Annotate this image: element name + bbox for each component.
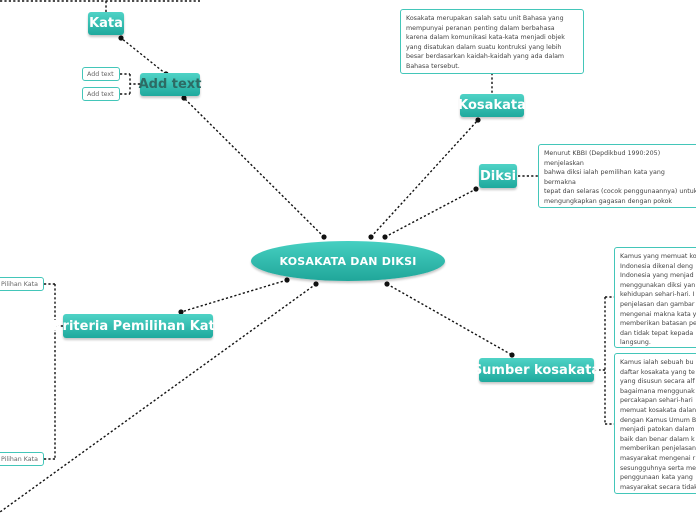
link-dot [368,234,374,240]
subtopic-add-text-1[interactable]: Add text [82,67,120,81]
link-dot [178,309,184,315]
subtopic-pilihan-kata-1[interactable]: Pilihan Kata [0,277,44,291]
topic-add-text-label: Add text [138,77,202,92]
topic-diksi-label: Diksi [479,168,517,184]
subtopic-add-text-2-label: Add text [87,91,114,98]
link-add-text-subs [120,73,140,95]
link-dot [284,277,290,283]
note-kosakata: Kosakata merupakan salah satu unit Bahas… [400,9,584,74]
link-dot [384,281,390,287]
subtopic-pilihan-kata-1-label: Pilihan Kata [1,281,38,288]
topic-diksi[interactable]: Diksi [479,164,517,188]
subtopic-add-text-2[interactable]: Add text [82,87,120,101]
topic-sumber-label: Sumber kosakata [472,362,601,378]
topic-kata[interactable]: Kata [88,12,124,35]
subtopic-add-text-1-label: Add text [87,71,114,78]
link-sumber [386,283,513,356]
topic-kata-label: Kata [89,16,123,31]
link-dot [181,95,187,101]
link-kosakata [370,119,479,238]
link-dot [475,117,481,123]
link-dot [321,234,327,240]
link-sumber-subs [594,296,614,425]
central-topic-label: KOSAKATA DAN DIKSI [279,254,417,268]
central-topic[interactable]: KOSAKATA DAN DIKSI [251,241,445,281]
link-diksi [384,188,477,238]
subtopic-pilihan-kata-2-label: Pilihan Kata [1,456,38,463]
link-dot [118,35,124,41]
topic-sumber-kosakata[interactable]: Sumber kosakata [473,358,600,382]
link-kriteria-subs [44,283,63,460]
link-dot [509,352,515,358]
link-bottom-left [0,283,317,513]
link-dot [382,234,388,240]
topic-kosakata-label: Kosakata [458,98,526,113]
link-dot [473,186,479,192]
link-add-text [183,97,325,238]
topic-kriteria-label: Kriteria Pemilihan Kata [52,318,224,334]
note-sumber-1: Kamus yang memuat ko Indonesia dikenal d… [614,247,696,348]
link-kata [120,37,167,75]
link-kriteria [180,279,288,313]
topic-kriteria-pemilihan-kata[interactable]: Kriteria Pemilihan Kata [52,314,224,338]
topic-add-text[interactable]: Add text [138,73,202,96]
note-diksi: Menurut KBBI (Depdikbud 1990:205) menjel… [538,144,696,208]
note-sumber-2: Kamus ialah sebuah bu daftar kosakata ya… [614,353,696,494]
topic-kosakata[interactable]: Kosakata [458,94,526,117]
link-dot [313,281,319,287]
subtopic-pilihan-kata-2[interactable]: Pilihan Kata [0,452,44,466]
